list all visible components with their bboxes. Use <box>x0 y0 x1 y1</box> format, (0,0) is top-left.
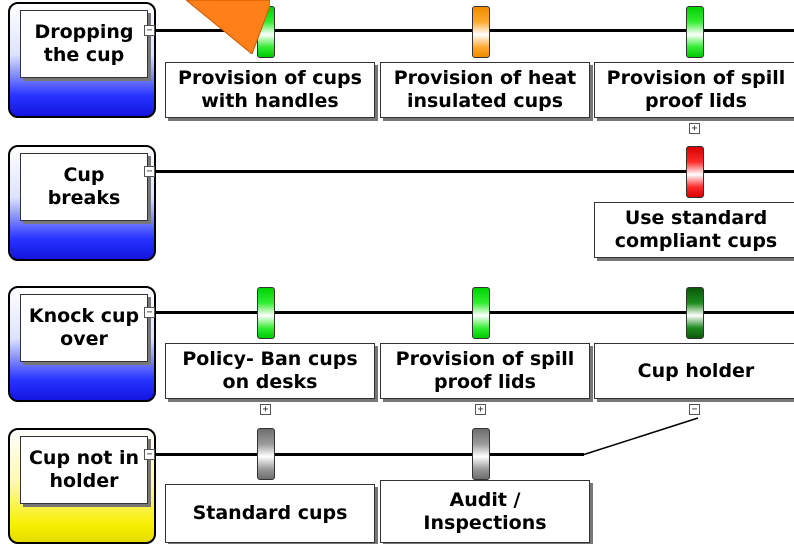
threat-knock-cup-over[interactable]: Knock cup over <box>8 286 156 402</box>
barrier-ban-cups-on-desks[interactable]: Policy- Ban cups on desks <box>165 343 375 399</box>
threat-line-4 <box>156 453 584 456</box>
threat-cup-breaks[interactable]: Cup breaks <box>8 145 156 261</box>
threat-dropping-the-cup[interactable]: Dropping the cup <box>8 2 156 118</box>
collapse-toggle[interactable]: − <box>144 449 155 460</box>
barrier-heat-insulated-cups[interactable]: Provision of heat insulated cups <box>380 62 590 118</box>
barrier-indicator-grey <box>257 428 275 480</box>
barrier-cup-holder[interactable]: Cup holder <box>594 343 794 399</box>
collapse-toggle[interactable]: − <box>144 307 155 318</box>
expand-toggle[interactable]: + <box>475 404 486 415</box>
barrier-indicator-green <box>257 287 275 339</box>
expand-toggle[interactable]: + <box>689 123 700 134</box>
expand-toggle[interactable]: + <box>260 404 271 415</box>
barrier-indicator-grey <box>472 428 490 480</box>
threat-label: Cup breaks <box>20 153 148 221</box>
threat-label: Knock cup over <box>20 294 148 362</box>
barrier-indicator-orange <box>472 6 490 58</box>
threat-cup-not-in-holder[interactable]: Cup not in holder <box>8 428 156 544</box>
pointer-arrow-icon <box>186 0 270 54</box>
collapse-toggle[interactable]: − <box>144 166 155 177</box>
threat-line-2 <box>156 170 794 173</box>
barrier-cups-with-handles[interactable]: Provision of cups with handles <box>165 62 375 118</box>
barrier-standard-cups[interactable]: Standard cups <box>165 484 375 543</box>
barrier-audit-inspections[interactable]: Audit / Inspections <box>380 480 590 543</box>
barrier-spill-proof-lids[interactable]: Provision of spill proof lids <box>380 343 590 399</box>
collapse-toggle[interactable]: − <box>144 25 155 36</box>
escalation-connector <box>583 417 699 456</box>
barrier-spill-proof-lids[interactable]: Provision of spill proof lids <box>594 62 794 118</box>
collapse-toggle[interactable]: − <box>689 404 700 415</box>
barrier-standard-compliant-cups[interactable]: Use standard compliant cups <box>594 202 794 258</box>
barrier-indicator-green <box>686 6 704 58</box>
threat-label: Dropping the cup <box>20 10 148 78</box>
barrier-indicator-red <box>686 146 704 198</box>
barrier-indicator-green <box>472 287 490 339</box>
barrier-indicator-dark-green <box>686 287 704 339</box>
threat-label: Cup not in holder <box>20 436 148 504</box>
